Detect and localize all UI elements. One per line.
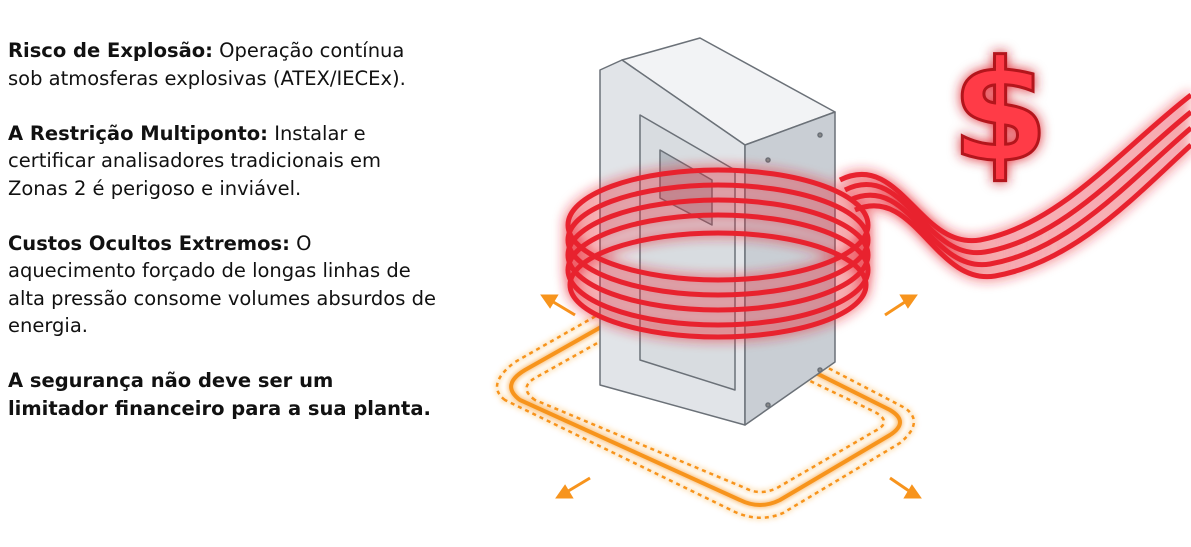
dollar-sign-icon: $ — [951, 31, 1048, 194]
point-multipoint-restriction: A Restrição Multiponto: Instalar e certi… — [8, 120, 438, 203]
point-body: Operação contínua sob atmosferas explosi… — [8, 39, 406, 90]
heat-loop-icon — [495, 286, 915, 519]
point-title: A Restrição Multiponto: — [8, 121, 268, 145]
arrow-icons — [540, 294, 922, 499]
text-column: Risco de Explosão: Operação contínua sob… — [8, 37, 438, 450]
point-explosion-risk: Risco de Explosão: Operação contínua sob… — [8, 37, 438, 92]
point-hidden-costs: Custos Ocultos Extremos: O aquecimento f… — [8, 230, 438, 340]
heated-cable-coil-icon — [565, 93, 1191, 340]
point-body: Instalar e certificar analisadores tradi… — [8, 121, 381, 200]
cabinet-illustration: $ — [495, 30, 1191, 519]
point-body: O aquecimento forçado de longas linhas d… — [8, 231, 436, 338]
point-title: Risco de Explosão: — [8, 39, 213, 62]
closing-statement: A segurança não deve ser um limitador fi… — [8, 369, 431, 420]
point-title: Custos Ocultos Extremos: — [8, 231, 290, 255]
